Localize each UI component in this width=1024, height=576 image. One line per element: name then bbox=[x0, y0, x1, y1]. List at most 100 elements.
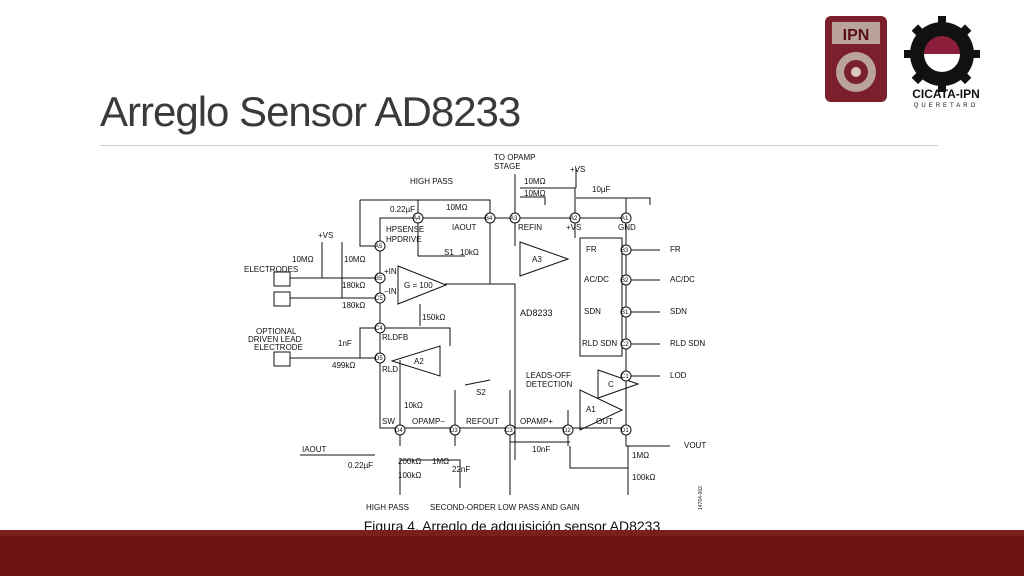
label-fr: FR bbox=[670, 245, 681, 254]
label-leads-off: LEADS-OFF bbox=[526, 371, 571, 380]
a1-amp-triangle bbox=[579, 389, 624, 431]
title-divider bbox=[100, 145, 938, 146]
label-stage: STAGE bbox=[494, 162, 521, 171]
label-res-10m-left-b: 10MΩ bbox=[344, 255, 366, 264]
circuit-svg: TO OPAMP STAGE +VS HIGH PASS 0.22µF 10MΩ… bbox=[244, 153, 706, 512]
label-vs-top: +VS bbox=[570, 165, 585, 174]
label-vout: VOUT bbox=[684, 441, 706, 450]
pin-b4: B4 bbox=[485, 216, 493, 222]
label-rldfb: RLDFB bbox=[382, 333, 408, 342]
label-res-10m-left-a: 10MΩ bbox=[292, 255, 314, 264]
label-res-200k: 200kΩ bbox=[398, 457, 421, 466]
logos-svg: IPN CICATA-IPN QUERETARO bbox=[825, 16, 980, 109]
label-optional: OPTIONAL bbox=[256, 327, 297, 336]
label-cap-022-top: 0.22µF bbox=[390, 205, 415, 214]
label-figure-id: 14764-002 bbox=[698, 486, 704, 510]
label-c: C bbox=[608, 380, 614, 389]
pin-c2: C2 bbox=[621, 342, 629, 348]
a2-amp-triangle bbox=[390, 345, 441, 377]
label-fr-inner: FR bbox=[586, 245, 597, 254]
label-opamp-minus: OPAMP− bbox=[412, 417, 445, 426]
pin-d1: D1 bbox=[621, 428, 629, 434]
ad8233-circuit-diagram: TO OPAMP STAGE +VS HIGH PASS 0.22µF 10MΩ… bbox=[240, 150, 720, 520]
label-out: OUT bbox=[596, 417, 613, 426]
pin-d3: D3 bbox=[450, 428, 458, 434]
label-hpdrive: HPDRIVE bbox=[386, 235, 422, 244]
pin-a1: A1 bbox=[621, 216, 629, 222]
pin-c1: C1 bbox=[621, 374, 629, 380]
slide-title: Arreglo Sensor AD8233 bbox=[100, 88, 521, 135]
cicata-logo-subtext: QUERETARO bbox=[914, 103, 979, 109]
electrode-box-1 bbox=[273, 271, 291, 287]
footer-band-top bbox=[0, 530, 1024, 536]
in-amp-triangle bbox=[397, 265, 448, 305]
label-iaout-bottom: IAOUT bbox=[302, 445, 327, 454]
label-rld: RLD bbox=[382, 365, 398, 374]
label-acdc-inner: AC/DC bbox=[584, 275, 609, 284]
cicata-gear-logo bbox=[904, 16, 980, 92]
label-res-10k-b: 10kΩ bbox=[404, 401, 423, 410]
label-sdn-inner: SDN bbox=[584, 307, 601, 316]
label-electrodes: ELECTRODES bbox=[244, 265, 298, 274]
label-res-10m-b: 10MΩ bbox=[524, 189, 546, 198]
label-ad8233: AD8233 bbox=[520, 308, 553, 318]
label-cap-22n: 22nF bbox=[452, 465, 470, 474]
footer-band bbox=[0, 536, 1024, 576]
label-acdc: AC/DC bbox=[670, 275, 695, 284]
label-res-10m-top: 10MΩ bbox=[446, 203, 468, 212]
label-gain: G = 100 bbox=[404, 281, 433, 290]
label-res-10k: 10kΩ bbox=[460, 248, 479, 257]
label-second-order: SECOND-ORDER LOW PASS AND GAIN bbox=[430, 503, 580, 512]
label-rld-sdn-inner: RLD SDN bbox=[582, 339, 617, 348]
label-sw: SW bbox=[382, 417, 395, 426]
label-hpsense: HPSENSE bbox=[386, 225, 424, 234]
pin-c5: C5 bbox=[375, 296, 383, 302]
pin-b3: B3 bbox=[621, 248, 629, 254]
label-a3: A3 bbox=[532, 255, 542, 264]
logic-block bbox=[579, 237, 623, 357]
pin-b5: B5 bbox=[375, 276, 383, 282]
label-res-180k-b: 180kΩ bbox=[342, 301, 365, 310]
label-detection: DETECTION bbox=[526, 380, 572, 389]
label-cap-022-bottom: 0.22µF bbox=[348, 461, 373, 470]
label-rld-sdn: RLD SDN bbox=[670, 339, 705, 348]
label-refout: REFOUT bbox=[466, 417, 499, 426]
pin-d5: D5 bbox=[375, 356, 383, 362]
label-s1: S1 bbox=[444, 248, 454, 257]
label-res-499k: 499kΩ bbox=[332, 361, 355, 370]
label-cap-1n: 1nF bbox=[338, 339, 352, 348]
pin-a2: A2 bbox=[570, 216, 578, 222]
pin-d2: D2 bbox=[563, 428, 571, 434]
label-high-pass-top: HIGH PASS bbox=[410, 177, 453, 186]
a3-amp-triangle bbox=[519, 241, 570, 277]
label-cap-10n: 10nF bbox=[532, 445, 550, 454]
label-opamp-plus: OPAMP+ bbox=[520, 417, 553, 426]
label-refin: REFIN bbox=[518, 223, 542, 232]
label-s2: S2 bbox=[476, 388, 486, 397]
pin-b2: B2 bbox=[621, 278, 629, 284]
logo-area: IPN CICATA-IPN QUERETARO bbox=[820, 10, 1000, 110]
driven-lead-box bbox=[273, 351, 291, 367]
label-vs-inner: +VS bbox=[566, 223, 581, 232]
pin-a3: A3 bbox=[510, 216, 518, 222]
label-lod: LOD bbox=[670, 371, 687, 380]
pin-a5: A5 bbox=[375, 244, 383, 250]
label-res-150k: 150kΩ bbox=[422, 313, 445, 322]
cicata-logo-text: CICATA-IPN bbox=[912, 87, 980, 101]
comparator-c-triangle bbox=[597, 369, 640, 399]
ipn-seal-logo: IPN bbox=[825, 16, 887, 102]
electrode-box-2 bbox=[273, 291, 291, 307]
label-res-180k-a: 180kΩ bbox=[342, 281, 365, 290]
svg-text:IPN: IPN bbox=[843, 27, 870, 44]
label-a2: A2 bbox=[414, 357, 424, 366]
label-res-10m-a: 10MΩ bbox=[524, 177, 546, 186]
label-res-100k-bottom: 100kΩ bbox=[398, 471, 421, 480]
label-iaout-inner: IAOUT bbox=[452, 223, 477, 232]
pin-c4: C4 bbox=[375, 326, 383, 332]
label-high-pass-bottom: HIGH PASS bbox=[366, 503, 409, 512]
label-cap-10u: 10µF bbox=[592, 185, 611, 194]
pin-a4: A4 bbox=[413, 216, 421, 222]
label-sdn: SDN bbox=[670, 307, 687, 316]
label-res-1m-right: 1MΩ bbox=[632, 451, 649, 460]
label-in-plus: +IN bbox=[384, 267, 397, 276]
